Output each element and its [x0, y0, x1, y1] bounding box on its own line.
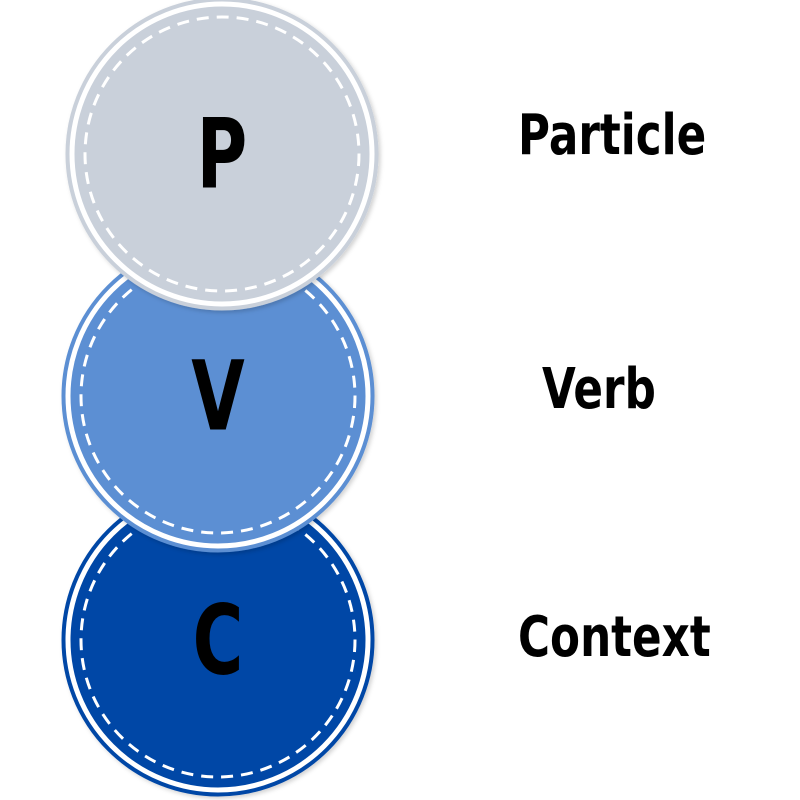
letter-verb: V — [191, 340, 245, 452]
letter-context: C — [193, 584, 244, 696]
label-context: Context — [518, 605, 711, 670]
label-verb: Verb — [542, 357, 656, 422]
circle-particle: P — [65, 0, 379, 311]
label-particle: Particle — [518, 103, 707, 168]
circle-particle-shape — [65, 0, 379, 311]
letter-particle: P — [197, 98, 248, 210]
circle-particle-ring — [69, 1, 375, 307]
circle-particle-dashed-border — [83, 15, 361, 293]
